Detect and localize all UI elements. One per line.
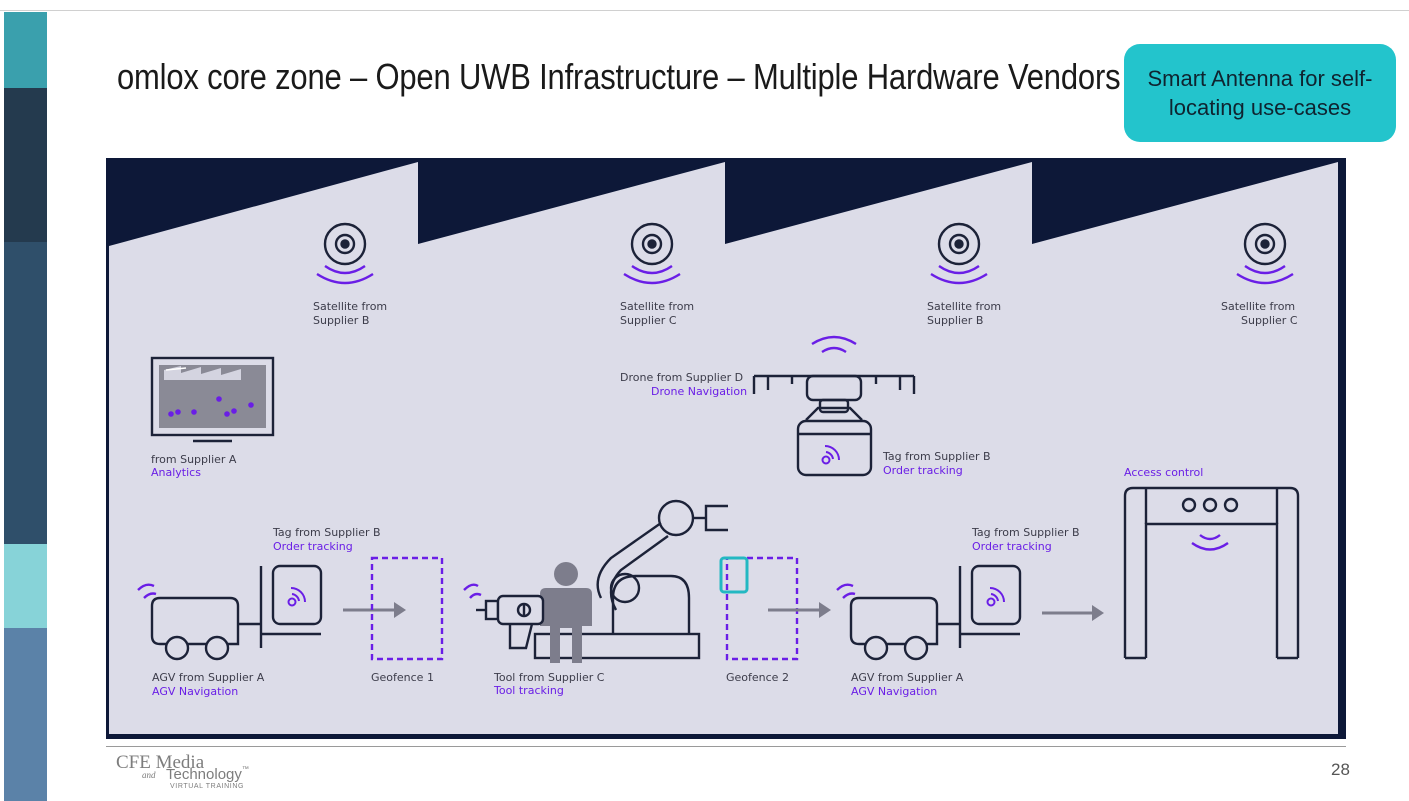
side-block-3 <box>4 242 47 544</box>
callout-box: Smart Antenna for self-locating use-case… <box>1124 44 1396 142</box>
satellite-3: Satellite from Supplier B <box>927 222 1001 327</box>
drone-tag-line2: Order tracking <box>883 464 963 477</box>
satellite-icon <box>1236 222 1294 285</box>
tag-icon <box>970 564 1022 626</box>
agv-right: Tag from Supplier B Order tracking AGV f… <box>836 526 1080 698</box>
logo-line3: VIRTUAL TRAINING <box>170 783 245 790</box>
geofence-icon <box>370 556 444 661</box>
analytics-line2: Analytics <box>151 466 201 479</box>
logo-line2a: and <box>142 770 156 780</box>
slide-title: omlox core zone – Open UWB Infrastructur… <box>117 56 1121 97</box>
monitor-icon <box>150 356 275 443</box>
tool-line2: Tool tracking <box>493 684 564 697</box>
page-number: 28 <box>1331 760 1350 779</box>
tag-right-line2: Order tracking <box>972 540 1052 553</box>
agv-icon <box>137 566 321 661</box>
satellite-4-line1: Satellite from <box>1221 300 1295 313</box>
satellite-2: Satellite from Supplier C <box>620 222 694 327</box>
satellite-icon <box>623 222 681 285</box>
tag-right-line1: Tag from Supplier B <box>971 526 1080 539</box>
tool-station: Tool from Supplier C Tool tracking <box>463 499 728 697</box>
tag-left-line2: Order tracking <box>273 540 353 553</box>
scene-illustration: Satellite from Supplier B Satellite from… <box>106 158 1346 739</box>
geofence-1: Geofence 1 <box>370 556 444 684</box>
side-block-1 <box>4 12 47 88</box>
arrow-right-icon <box>1042 605 1104 621</box>
callout-text: Smart Antenna for self-locating use-case… <box>1147 66 1373 120</box>
access-gate-icon <box>1123 486 1300 660</box>
agv-left: Tag from Supplier B Order tracking AGV f… <box>137 526 381 698</box>
drone-icon <box>752 335 916 421</box>
side-block-4 <box>4 544 47 628</box>
factory-floor <box>109 162 1338 734</box>
agv-left-line2: AGV Navigation <box>152 685 238 698</box>
drone: Drone from Supplier D Drone Navigation T… <box>620 335 991 477</box>
agv-icon <box>836 566 1020 661</box>
agv-left-line1: AGV from Supplier A <box>152 671 265 684</box>
satellite-2-line1: Satellite from <box>620 300 694 313</box>
satellite-4-line2: Supplier C <box>1241 314 1298 327</box>
tag-icon <box>271 564 323 626</box>
agv-right-line2: AGV Navigation <box>851 685 937 698</box>
satellite-3-line2: Supplier B <box>927 314 983 327</box>
satellite-icon <box>316 222 374 285</box>
logo-line2b: Technology™ <box>166 766 249 783</box>
top-rule <box>0 10 1409 11</box>
person-icon <box>540 562 592 663</box>
tool-line1: Tool from Supplier C <box>493 671 605 684</box>
geofence-2: Geofence 2 <box>719 556 799 684</box>
smart-antenna-marker <box>719 556 749 594</box>
side-block-2 <box>4 88 47 242</box>
access-label: Access control <box>1124 466 1203 479</box>
drone-line2: Drone Navigation <box>651 385 747 398</box>
access-control: Access control <box>1123 466 1300 660</box>
logo-trademark: ™ <box>241 766 249 773</box>
logo-line2b-text: Technology <box>166 766 242 783</box>
drone-line1: Drone from Supplier D <box>620 371 743 384</box>
analytics-line1: from Supplier A <box>151 453 237 466</box>
robot-arm-icon <box>533 499 728 660</box>
logo-line1: CFE Media <box>116 752 205 773</box>
tag-left-line1: Tag from Supplier B <box>272 526 381 539</box>
footer-rule <box>106 746 1346 747</box>
agv-right-line1: AGV from Supplier A <box>851 671 964 684</box>
satellite-1: Satellite from Supplier B <box>313 222 387 327</box>
drone-tag-icon <box>796 419 873 477</box>
arrow-right-icon <box>768 602 831 618</box>
satellite-1-line2: Supplier B <box>313 314 369 327</box>
satellite-icon <box>930 222 988 285</box>
satellite-3-line1: Satellite from <box>927 300 1001 313</box>
satellite-1-line1: Satellite from <box>313 300 387 313</box>
side-block-5 <box>4 628 47 801</box>
geofence1-label: Geofence 1 <box>371 671 434 684</box>
side-strip <box>4 12 47 801</box>
cfe-media-logo: CFE Media and Technology™ VIRTUAL TRAINI… <box>116 752 276 794</box>
geofence2-label: Geofence 2 <box>726 671 789 684</box>
drone-tag-line1: Tag from Supplier B <box>882 450 991 463</box>
satellite-4: Satellite from Supplier C <box>1221 222 1298 327</box>
arrow-right-icon <box>343 602 406 618</box>
scene-svg: Satellite from Supplier B Satellite from… <box>106 158 1346 739</box>
drill-icon <box>463 583 545 650</box>
analytics-monitor: from Supplier A Analytics <box>150 356 275 479</box>
satellite-2-line2: Supplier C <box>620 314 677 327</box>
